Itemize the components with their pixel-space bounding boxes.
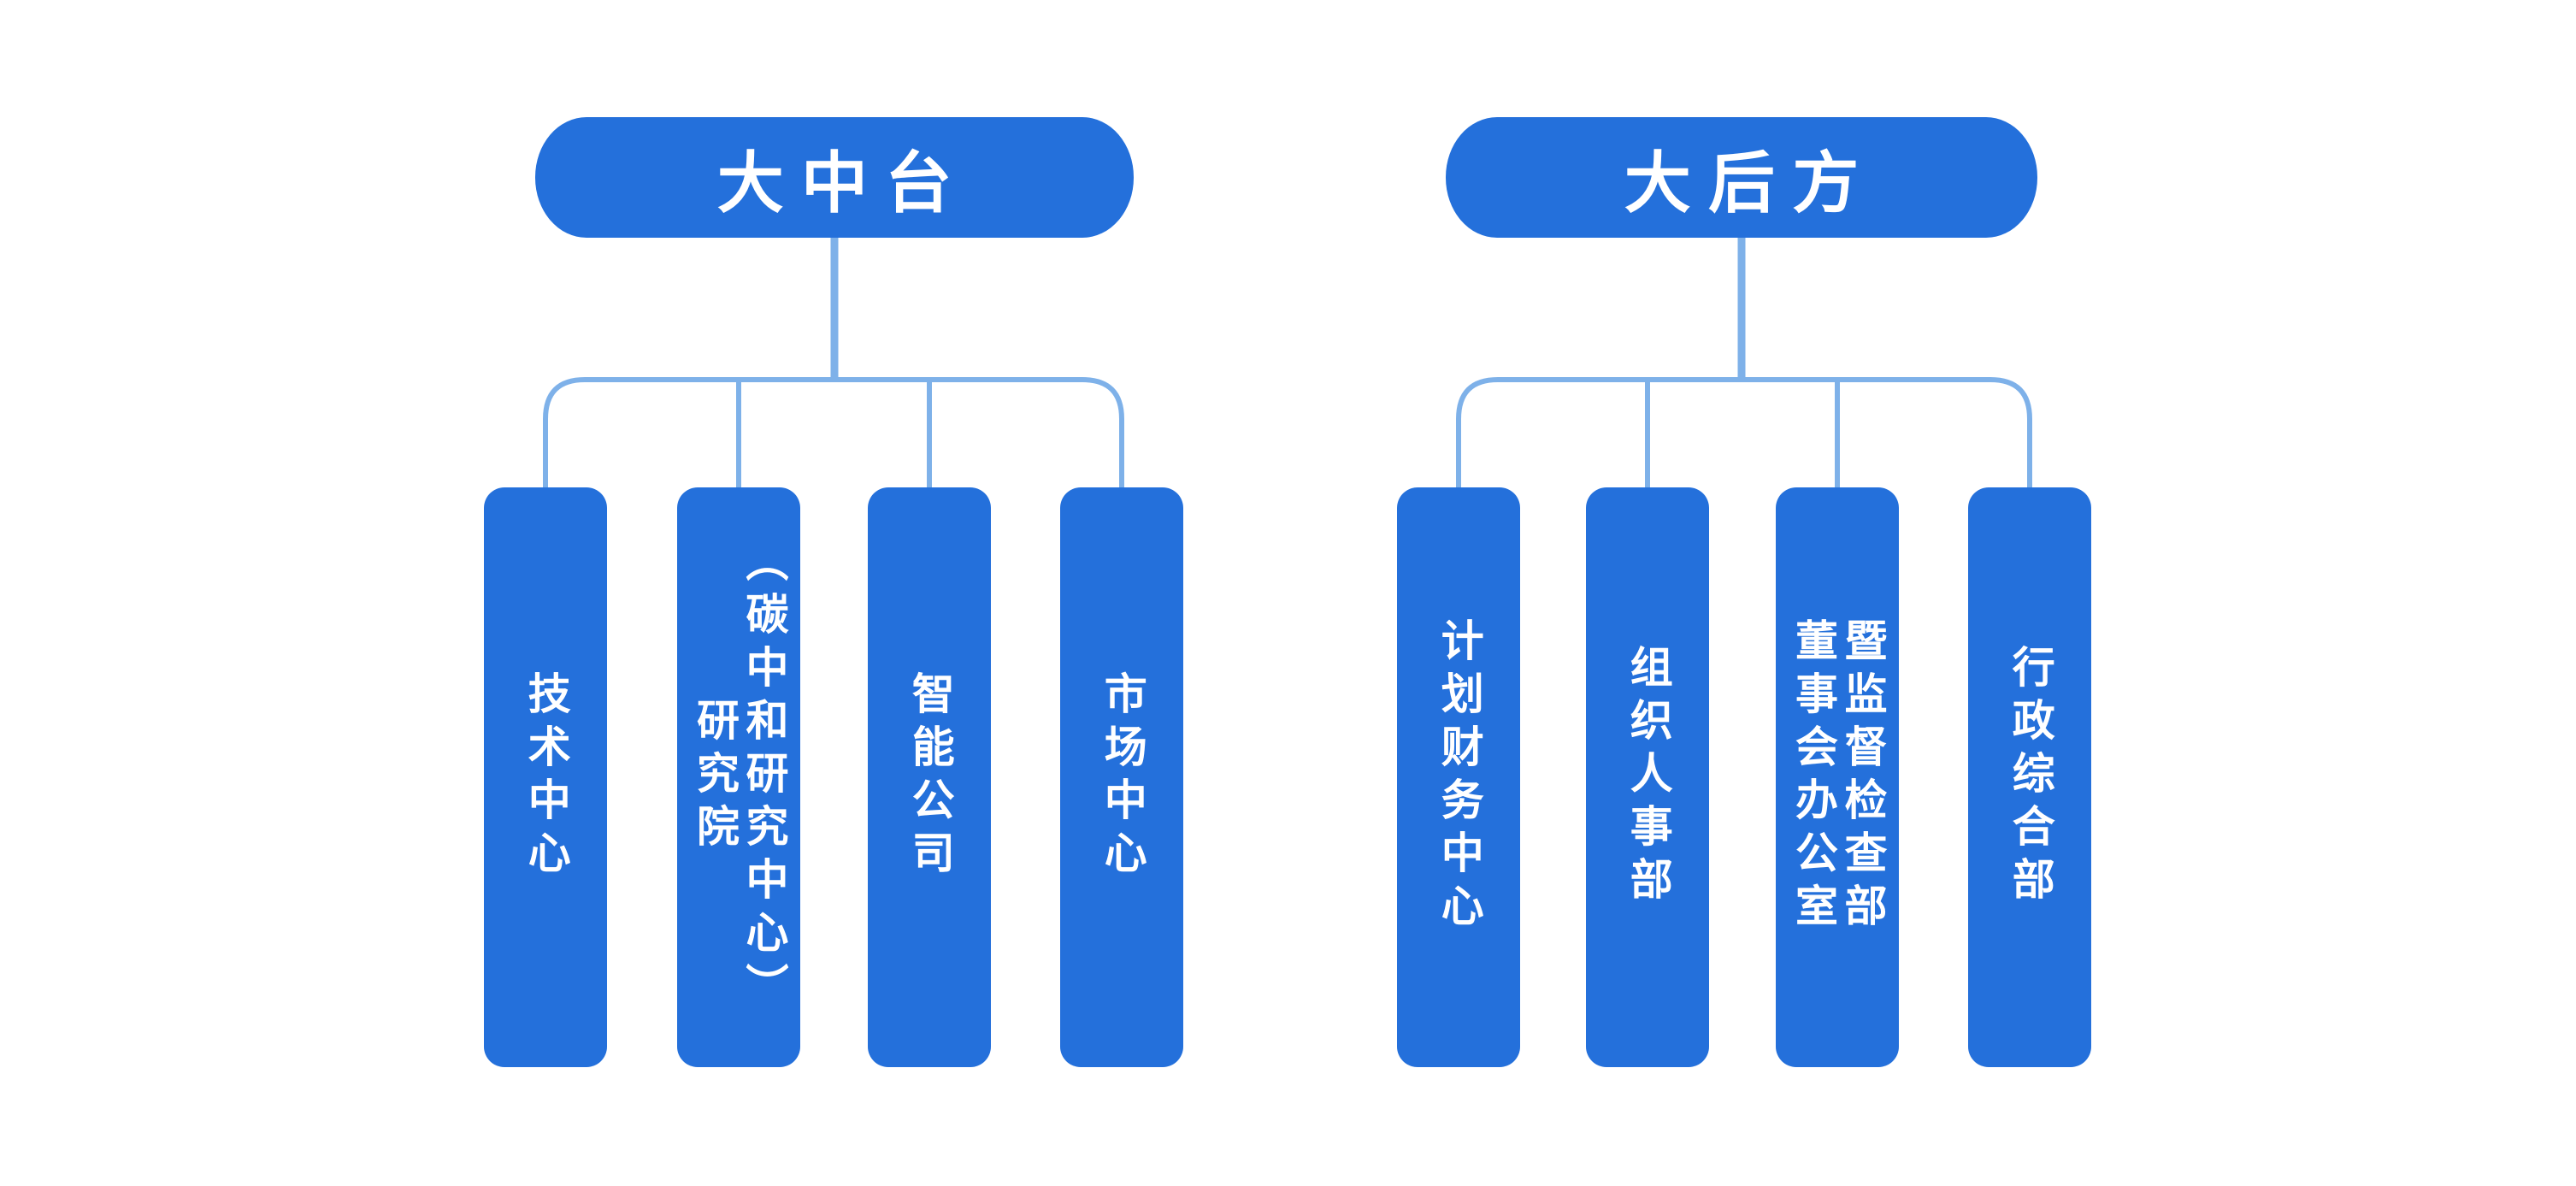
node-hr-department-label: 组织人事部	[1624, 645, 1672, 910]
node-back-office-label: 大后方	[1624, 145, 1877, 221]
node-research-institute-label: 研究院 （碳中和研究中心）	[691, 539, 788, 1016]
bus-line-right	[1456, 377, 2032, 487]
node-market-center-label: 市场中心	[1098, 671, 1147, 883]
node-intelligence-company-label: 智能公司	[905, 671, 954, 883]
node-middle-platform[interactable]: 大中台	[535, 117, 1134, 238]
node-market-center[interactable]: 市场中心	[1060, 487, 1183, 1067]
node-board-office-supervision-label: 董事会办公室 暨监督检查部	[1789, 618, 1887, 936]
node-hr-department[interactable]: 组织人事部	[1586, 487, 1709, 1067]
node-research-institute[interactable]: 研究院 （碳中和研究中心）	[677, 487, 800, 1067]
node-back-office[interactable]: 大后方	[1446, 117, 2037, 238]
node-admin-department[interactable]: 行政综合部	[1968, 487, 2091, 1067]
node-tech-center-label: 技术中心	[522, 671, 570, 883]
bus-line-left	[543, 377, 1124, 487]
node-planning-finance-center-label: 计划财务中心	[1435, 618, 1483, 936]
node-middle-platform-label: 大中台	[716, 145, 970, 221]
node-admin-department-label: 行政综合部	[2006, 645, 2054, 910]
node-tech-center[interactable]: 技术中心	[484, 487, 607, 1067]
node-board-office-supervision[interactable]: 董事会办公室 暨监督检查部	[1776, 487, 1899, 1067]
node-intelligence-company[interactable]: 智能公司	[868, 487, 991, 1067]
node-planning-finance-center[interactable]: 计划财务中心	[1397, 487, 1520, 1067]
